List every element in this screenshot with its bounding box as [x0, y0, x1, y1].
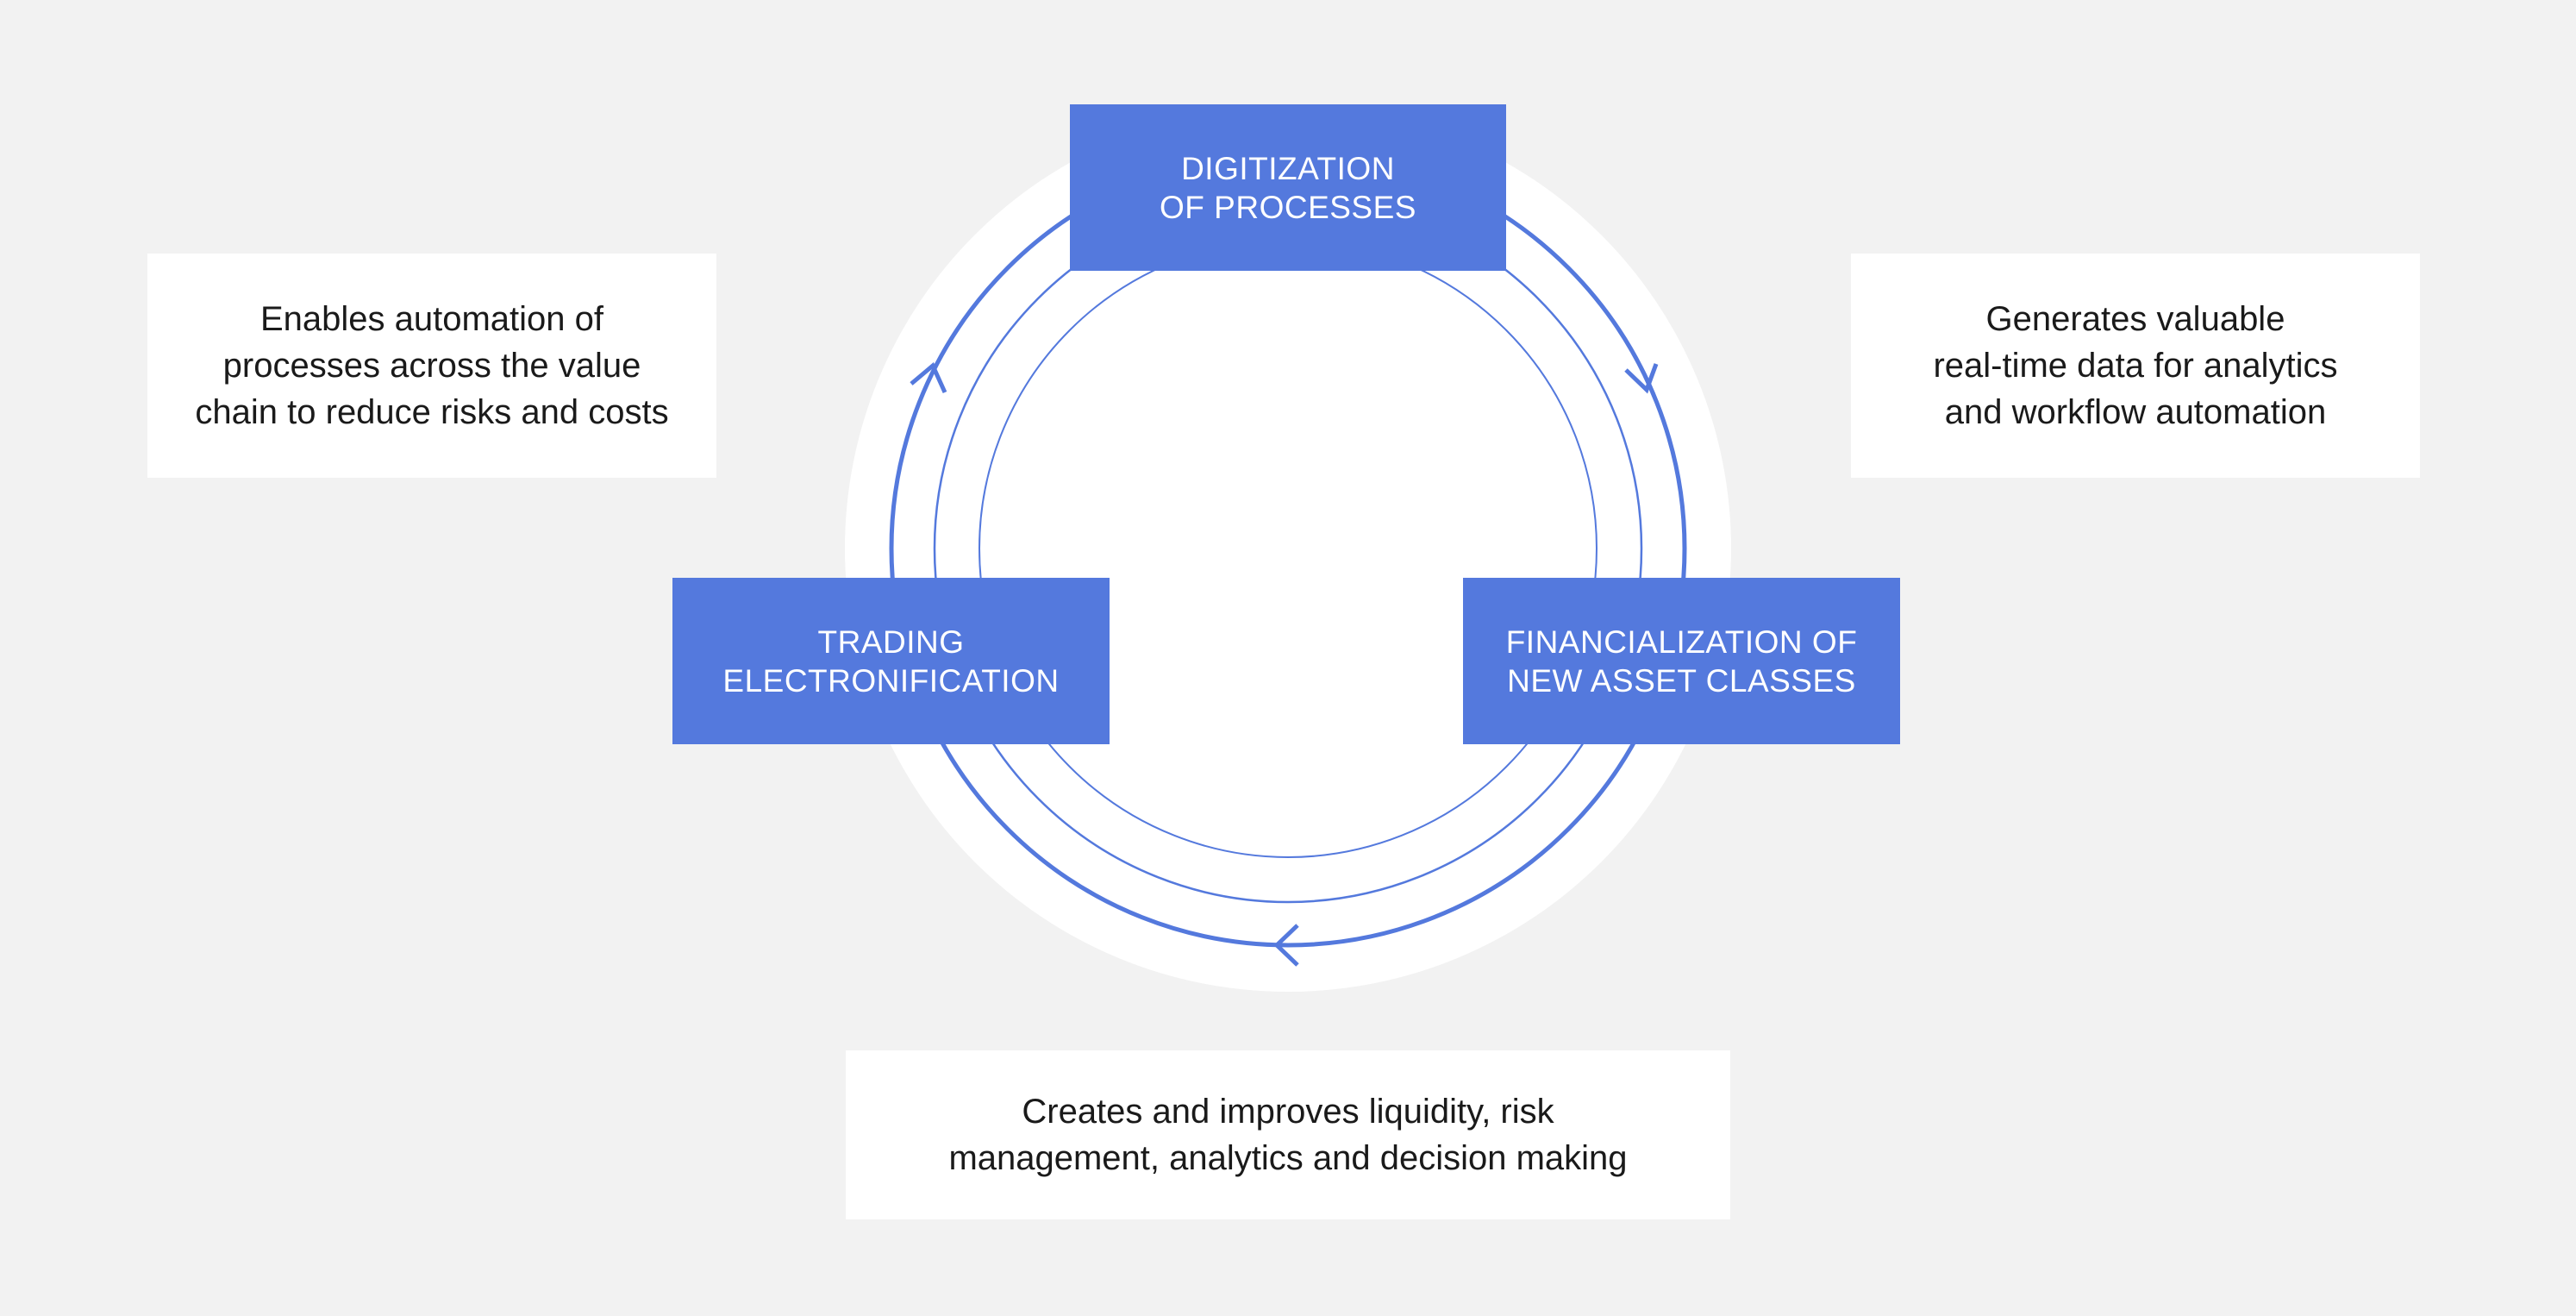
stage-trading-line-1: TRADING: [817, 624, 965, 660]
description-liquidity-line-1: Creates and improves liquidity, risk: [1022, 1093, 1554, 1131]
stage-digitization-line-1: DIGITIZATION: [1181, 150, 1395, 186]
description-data-line-3: and workflow automation: [1944, 393, 2327, 431]
stage-digitization: DIGITIZATION OF PROCESSES: [1070, 104, 1506, 271]
stage-trading-electronification: TRADING ELECTRONIFICATION: [672, 578, 1110, 744]
arrow-right-side-icon: [1624, 363, 1659, 394]
description-data-line-1: Generates valuable: [1985, 300, 2285, 338]
arrow-left-side-icon: [910, 361, 947, 394]
description-data-line-2: real-time data for analytics: [1933, 347, 2338, 385]
stage-financialization-line-2: NEW ASSET CLASSES: [1507, 662, 1856, 699]
arrow-bottom-icon: [1273, 924, 1299, 967]
stage-digitization-line-2: OF PROCESSES: [1160, 189, 1416, 225]
description-automation-line-1: Enables automation of: [259, 300, 604, 338]
description-liquidity-line-2: management, analytics and decision makin…: [948, 1139, 1628, 1177]
outer-halo: [845, 105, 1731, 992]
description-automation-line-3: chain to reduce risks and costs: [195, 393, 669, 431]
description-automation: Enables automation of processes across t…: [147, 254, 716, 478]
description-real-time-data: Generates valuable real-time data for an…: [1851, 254, 2420, 478]
description-automation-line-2: processes across the value: [222, 347, 641, 385]
stage-trading-line-2: ELECTRONIFICATION: [722, 662, 1060, 699]
stage-financialization: FINANCIALIZATION OF NEW ASSET CLASSES: [1463, 578, 1900, 744]
stage-financialization-line-1: FINANCIALIZATION OF: [1505, 624, 1858, 660]
description-liquidity: Creates and improves liquidity, risk man…: [846, 1050, 1730, 1219]
